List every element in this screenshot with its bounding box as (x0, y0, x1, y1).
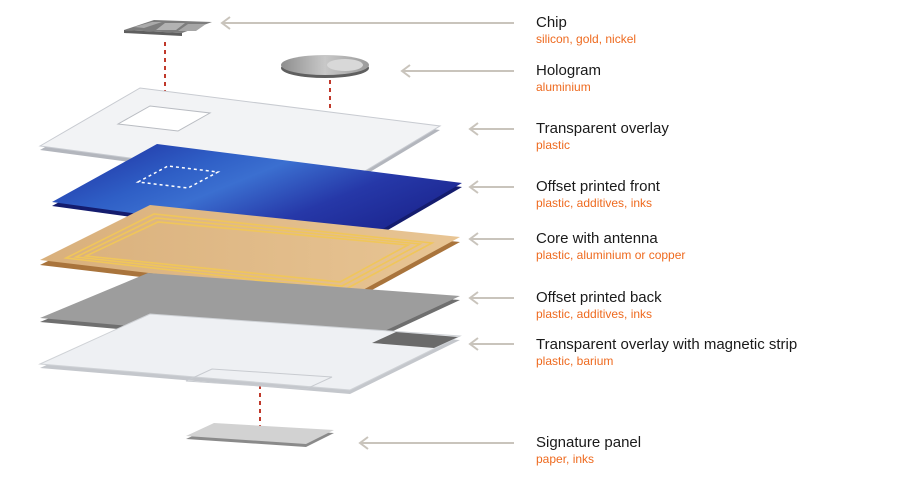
offset-printed-back-label: Offset printed back plastic, additives, … (536, 289, 906, 322)
signature-panel-name: Signature panel (536, 434, 642, 451)
offset-printed-back-materials: plastic, additives, inks (536, 307, 653, 321)
transparent-overlay-layer (38, 87, 442, 190)
core-with-antenna-name: Core with antenna (536, 230, 658, 247)
signature-panel-materials: paper, inks (536, 452, 595, 466)
hologram-name: Hologram (536, 62, 602, 79)
offset-printed-front-label: Offset printed front plastic, additives,… (536, 178, 906, 211)
hologram-label: Hologram aluminium (536, 62, 906, 95)
chip-arrow-head (220, 16, 231, 30)
offset-printed-front-materials: plastic, additives, inks (536, 196, 653, 210)
signature-panel-shape (186, 423, 334, 447)
chip-name: Chip (536, 14, 567, 31)
core-with-antenna-materials: plastic, aluminium or copper (536, 248, 686, 262)
signature-arrow-head (358, 436, 369, 450)
magnetic-strip-overlay-name: Transparent overlay with magnetic strip (536, 336, 798, 353)
strip-arrow-head (468, 337, 479, 351)
transparent-overlay-name: Transparent overlay (536, 120, 669, 137)
chip-label: Chip silicon, gold, nickel (536, 14, 906, 47)
chip-materials: silicon, gold, nickel (536, 32, 637, 46)
core-arrow-head (468, 232, 479, 246)
signature-panel-label: Signature panel paper, inks (536, 434, 906, 467)
offset-printed-front-name: Offset printed front (536, 178, 660, 195)
transparent-overlay-materials: plastic (536, 138, 571, 152)
offset-printed-back-name: Offset printed back (536, 289, 662, 306)
core-with-antenna-layer (40, 205, 460, 302)
magnetic-strip-overlay-layer (38, 313, 462, 394)
front-arrow-head (468, 180, 479, 194)
core-with-antenna-label: Core with antenna plastic, aluminium or … (536, 230, 906, 263)
transparent-overlay-label: Transparent overlay plastic (536, 120, 906, 153)
magnetic-strip-overlay-materials: plastic, barium (536, 354, 614, 368)
magnetic-strip-overlay-label: Transparent overlay with magnetic strip … (536, 336, 906, 369)
overlay-arrow-head (468, 122, 479, 136)
hologram-shape (281, 55, 369, 78)
hologram-materials: aluminium (536, 80, 591, 94)
chip-shape (124, 20, 212, 36)
back-arrow-head (468, 291, 479, 305)
hologram-arrow-head (400, 64, 411, 78)
